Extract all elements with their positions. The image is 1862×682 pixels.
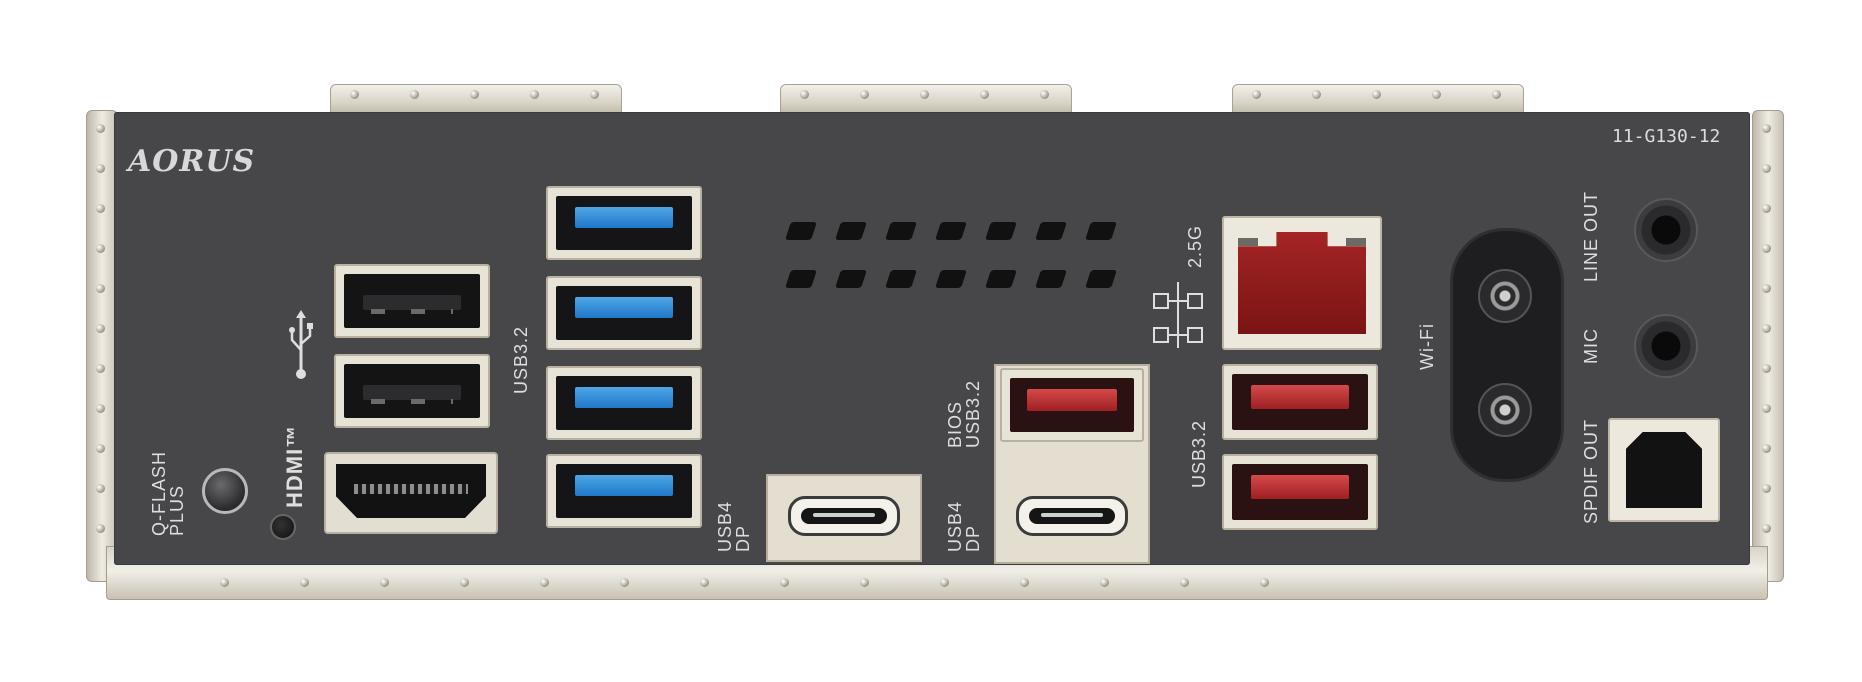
rivet bbox=[96, 484, 105, 493]
usb-a-port-black-2[interactable] bbox=[334, 354, 490, 428]
usb32-port-blue-1[interactable] bbox=[546, 186, 702, 260]
rivet bbox=[96, 244, 105, 253]
rivet bbox=[1252, 90, 1261, 99]
wifi-antenna-connector-2[interactable] bbox=[1478, 383, 1532, 437]
rivet bbox=[1372, 90, 1381, 99]
rivet bbox=[620, 578, 629, 587]
spdif-out-label: SPDIF OUT bbox=[1581, 418, 1601, 524]
usb32-port-blue-4[interactable] bbox=[546, 454, 702, 528]
rivet bbox=[920, 90, 929, 99]
rivet bbox=[1432, 90, 1441, 99]
lan-speed-label: 2.5G bbox=[1185, 224, 1205, 268]
usb4-dp-port-2[interactable] bbox=[1016, 496, 1128, 536]
rivet bbox=[590, 90, 599, 99]
spdif-optical-port[interactable] bbox=[1608, 418, 1720, 522]
rivet bbox=[1762, 524, 1771, 533]
usb-trident-icon bbox=[289, 310, 313, 379]
hdmi-label: HDMI™ bbox=[282, 424, 307, 508]
usb32-port-red-2[interactable] bbox=[1222, 454, 1378, 530]
rivet bbox=[220, 578, 229, 587]
part-number: 11-G130-12 bbox=[1612, 126, 1721, 147]
rivet bbox=[96, 164, 105, 173]
usb32-port-blue-2[interactable] bbox=[546, 276, 702, 350]
rivet bbox=[300, 578, 309, 587]
rivet bbox=[530, 90, 539, 99]
rivet bbox=[350, 90, 359, 99]
bios-usb32-port-red[interactable] bbox=[1000, 368, 1144, 442]
rivet bbox=[980, 90, 989, 99]
wifi-antenna-connector-1[interactable] bbox=[1478, 269, 1532, 323]
rivet bbox=[96, 284, 105, 293]
rivet bbox=[96, 324, 105, 333]
rivet bbox=[700, 578, 709, 587]
rivet bbox=[860, 578, 869, 587]
network-icon bbox=[1153, 282, 1203, 348]
rivet bbox=[780, 578, 789, 587]
rivet bbox=[410, 90, 419, 99]
rivet bbox=[96, 204, 105, 213]
rivet bbox=[96, 444, 105, 453]
wifi-antenna-module bbox=[1450, 228, 1564, 482]
rivet bbox=[1040, 90, 1049, 99]
shield-top-tab-middle bbox=[780, 84, 1072, 116]
rivet bbox=[380, 578, 389, 587]
usb32-left-label: USB3.2 bbox=[511, 325, 531, 394]
rivet bbox=[1762, 284, 1771, 293]
line-out-label: LINE OUT bbox=[1581, 190, 1601, 282]
qflash-label: Q-FLASH PLUS bbox=[149, 450, 187, 536]
rivet bbox=[1762, 364, 1771, 373]
line-out-jack[interactable] bbox=[1634, 198, 1698, 262]
usb-a-port-black-1[interactable] bbox=[334, 264, 490, 338]
aorus-logo: AORUS bbox=[128, 144, 256, 179]
rivet bbox=[860, 90, 869, 99]
rivet bbox=[460, 578, 469, 587]
usb4-dp-2-label: USB4 DP bbox=[945, 500, 983, 552]
rivet bbox=[1492, 90, 1501, 99]
bios-usb32-label: BIOS USB3.2 bbox=[945, 379, 983, 448]
qflash-plus-button[interactable] bbox=[202, 468, 248, 514]
wifi-label: Wi-Fi bbox=[1417, 323, 1437, 370]
ethernet-port-2-5g[interactable] bbox=[1222, 216, 1382, 350]
rivet bbox=[96, 364, 105, 373]
rivet bbox=[1762, 244, 1771, 253]
shield-top-tab-left bbox=[330, 84, 622, 116]
usb4-dp-1-label: USB4 DP bbox=[715, 500, 753, 552]
usb32-right-label: USB3.2 bbox=[1189, 419, 1209, 488]
rivet bbox=[1762, 324, 1771, 333]
rivet bbox=[1100, 578, 1109, 587]
rivet bbox=[800, 90, 809, 99]
rivet bbox=[540, 578, 549, 587]
shield-right-rail bbox=[1752, 110, 1784, 582]
rivet bbox=[940, 578, 949, 587]
rivet bbox=[470, 90, 479, 99]
rivet bbox=[1312, 90, 1321, 99]
rivet bbox=[1762, 484, 1771, 493]
rivet bbox=[1762, 204, 1771, 213]
rivet bbox=[96, 524, 105, 533]
mic-label: MIC bbox=[1581, 328, 1601, 364]
rivet bbox=[1020, 578, 1029, 587]
rivet bbox=[96, 404, 105, 413]
rivet bbox=[1260, 578, 1269, 587]
rivet bbox=[1762, 164, 1771, 173]
rivet bbox=[1762, 444, 1771, 453]
rivet bbox=[1180, 578, 1189, 587]
mic-jack[interactable] bbox=[1634, 314, 1698, 378]
usb4-dp-port-1[interactable] bbox=[788, 496, 900, 536]
qflash-led bbox=[270, 514, 296, 540]
usb32-port-blue-3[interactable] bbox=[546, 366, 702, 440]
usb32-port-red-1[interactable] bbox=[1222, 364, 1378, 440]
hdmi-port[interactable] bbox=[324, 452, 498, 534]
rivet bbox=[1762, 124, 1771, 133]
rivet bbox=[1762, 404, 1771, 413]
rivet bbox=[96, 124, 105, 133]
